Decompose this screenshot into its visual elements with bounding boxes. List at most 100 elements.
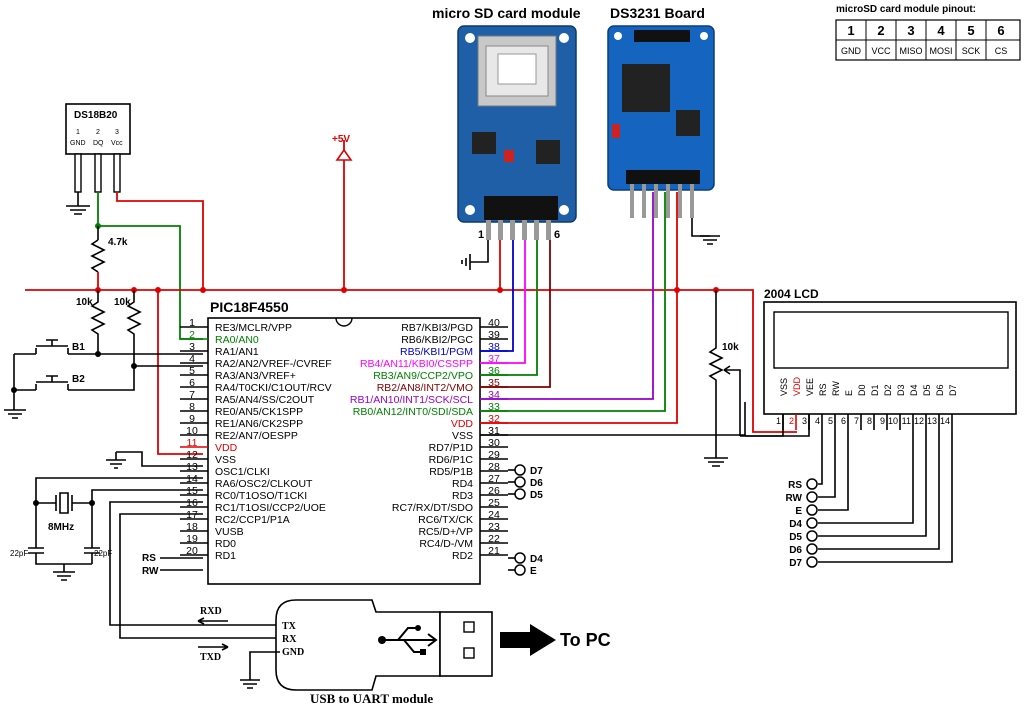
- pinout-name-1: GND: [841, 46, 862, 56]
- lcd-pin-name: D2: [883, 384, 893, 396]
- mcu-pin-name: VDD: [451, 418, 474, 430]
- ground-symbol: [66, 205, 90, 215]
- lcd-pin-name: D6: [935, 384, 945, 396]
- mcu-pin-name: RA0/AN0: [215, 334, 259, 346]
- ground-symbol: [461, 254, 471, 270]
- mcu-pin-name: RD0: [215, 538, 236, 550]
- ground-symbol: [240, 679, 260, 689]
- pullup-resistor-label: 4.7k: [108, 237, 128, 248]
- mcu-pin-name: RA4/T0CKI/C1OUT/RCV: [215, 382, 332, 394]
- usb-tx-label: TX: [282, 621, 297, 632]
- usb-title: USB to UART module: [310, 691, 433, 706]
- mcu-pin-name: RC6/TX/CK: [418, 514, 473, 526]
- mcu-pin-name: RA6/OSC2/CLKOUT: [215, 478, 313, 490]
- ds18b20-title: DS18B20: [74, 110, 118, 121]
- ds18b20-pin2-number: 2: [96, 129, 100, 136]
- mcu-pin-number: 39: [488, 329, 500, 341]
- mcu-pin-name: RB7/KBI3/PGD: [401, 322, 473, 334]
- ground-symbol: [4, 409, 26, 419]
- mcu-pin-number: 24: [488, 509, 500, 521]
- lcd-pin-name: VSS: [779, 378, 789, 396]
- ds18b20-pin1-name: GND: [70, 140, 86, 147]
- lcd-pin-name: RW: [831, 381, 841, 396]
- txd-label: TXD: [200, 652, 221, 663]
- pinout-number-3: 3: [907, 23, 914, 38]
- mcu-pin-number: 8: [189, 401, 195, 413]
- mcu-pin-name: RC0/T1OSO/T1CKI: [215, 490, 307, 502]
- mcu-pin-name: RE3/MCLR/VPP: [215, 322, 292, 334]
- mcu-pin-name: RD6/P1C: [429, 454, 474, 466]
- lcd-pin-number: 8: [867, 416, 872, 426]
- mcu-pin-number: 1: [189, 317, 195, 329]
- lcd-terminal-label: D6: [789, 545, 802, 556]
- capacitor-c1: 22pF: [10, 547, 92, 565]
- rtc-board-title: DS3231 Board: [610, 5, 705, 21]
- lcd-pin-number: 11: [902, 416, 911, 426]
- terminal-d5: [514, 488, 526, 500]
- mcu-pin-name: RB2/AN8/INT2/VMO: [377, 382, 473, 394]
- net-label-e: E: [530, 566, 537, 577]
- terminal-d6: [514, 476, 526, 488]
- ds18b20-pin3-number: 3: [115, 129, 119, 136]
- mcu-pin-number: 2: [189, 329, 195, 341]
- mcu-pin-number: 6: [189, 377, 195, 389]
- mcu-pin-name: RD4: [452, 478, 473, 490]
- button-b1: B1: [14, 339, 203, 355]
- mcu-title: PIC18F4550: [210, 299, 289, 315]
- crystal-8mhz: 8MHz: [36, 492, 92, 533]
- ds3231-board: [607, 25, 715, 191]
- mcu-pin-number: 4: [189, 353, 195, 365]
- lcd-terminal-label: RS: [788, 480, 802, 491]
- lcd-terminal-label: D5: [789, 532, 802, 543]
- to-pc-label: To PC: [560, 630, 611, 650]
- rw-net-label: RW: [142, 566, 159, 577]
- to-pc-arrow: [500, 624, 556, 656]
- ds18b20-pin3-name: Vcc: [111, 140, 123, 147]
- mcu-pin-number: 15: [186, 485, 198, 497]
- mcu-pin-number: 25: [488, 497, 500, 509]
- mcu-pin-name: RB1/AN10/INT1/SCK/SCL: [350, 394, 473, 406]
- lcd-terminal-d6: [806, 543, 818, 555]
- capacitor-c2: 22pF: [84, 547, 112, 564]
- mcu-pin-number: 16: [186, 497, 198, 509]
- mcu-pin-number: 10: [186, 425, 198, 437]
- mcu-pin-name: RE1/AN6/CK2SPP: [215, 418, 303, 430]
- supply-5v-symbol: +5V: [332, 134, 353, 290]
- mcu-pin-name: RA1/AN1: [215, 346, 259, 358]
- ground-symbol: [700, 235, 720, 245]
- lcd-pin-number: 7: [854, 416, 859, 426]
- mcu-pin-name: RB3/AN9/CCP2/VPO: [373, 370, 473, 382]
- net-label-d5: D5: [530, 490, 543, 501]
- sd-pin-last-label: 6: [554, 229, 560, 241]
- mcu-pin-name: RB4/AN11/KBI0/CSSPP: [360, 358, 473, 370]
- pot-label: 10k: [722, 342, 739, 353]
- mcu-pin-name: VDD: [215, 442, 238, 454]
- ground-symbol: [704, 457, 728, 467]
- terminal-d7: [514, 464, 526, 476]
- mcu-pin-number: 31: [488, 425, 500, 437]
- b1-resistor-label: 10k: [76, 297, 93, 308]
- mcu-pin-number: 29: [488, 449, 500, 461]
- lcd-pin-name: VDD: [792, 376, 802, 396]
- button-b1-label: B1: [72, 342, 85, 353]
- mcu-pin-number: 7: [189, 389, 195, 401]
- mcu-pin-number: 37: [488, 353, 500, 365]
- pinout-number-1: 1: [847, 23, 854, 38]
- b2-resistor-label: 10k: [114, 297, 131, 308]
- usb-gnd-label: GND: [282, 647, 304, 658]
- lcd-terminal-d4: [806, 517, 818, 529]
- mcu-pin-name: VSS: [215, 454, 236, 466]
- lcd-pin-number: 3: [802, 416, 807, 426]
- mcu-pin-name: RB5/KBI1/PGM: [400, 346, 473, 358]
- usb-uart-module: [275, 599, 493, 691]
- lcd-pin-name: D1: [870, 384, 880, 396]
- lcd-pin-number: 1: [776, 416, 781, 426]
- mcu-pin-name: RC7/RX/DT/SDO: [392, 502, 473, 514]
- lcd-pin-number: 10: [888, 416, 898, 426]
- capacitor-c1-label: 22pF: [10, 549, 28, 558]
- lcd-pin-name: D7: [948, 384, 958, 396]
- lcd-terminal-d7: [806, 556, 818, 568]
- pinout-table-title: microSD card module pinout:: [836, 4, 976, 15]
- mcu-pin-number: 22: [488, 533, 500, 545]
